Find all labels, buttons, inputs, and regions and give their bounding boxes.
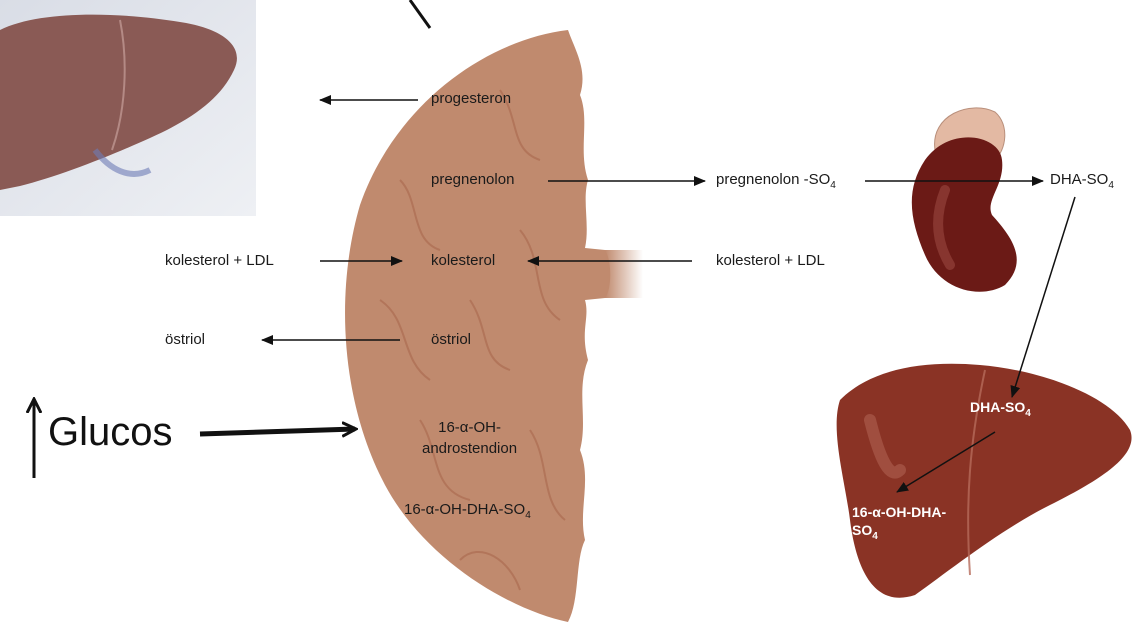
maternal-cholesterol-ldl-label: kolesterol + LDL — [165, 253, 274, 268]
liver-dha-so4-text: DHA-SO — [970, 399, 1025, 415]
placenta-estriol-label: östriol — [431, 332, 471, 347]
liver-dha-so4-label: DHA-SO4 — [970, 400, 1031, 419]
adrenal-dha-so4-label: DHA-SO4 — [1050, 172, 1114, 191]
liver-dha-so4-sub: 4 — [1025, 408, 1031, 419]
liver-oh-dha-so4-line2-text: SO — [852, 522, 872, 538]
fetal-pregnenolone-so4-text: pregnenolon -SO — [716, 171, 830, 188]
liver-oh-dha-so4-line1: 16-α-OH-DHA- — [852, 505, 946, 519]
placenta-cholesterol-label: kolesterol — [431, 253, 495, 268]
glucose-arrow — [200, 429, 355, 434]
fetal-adrenal-kidney — [912, 108, 1017, 292]
fetal-cholesterol-ldl-label: kolesterol + LDL — [716, 253, 825, 268]
placenta-oh-dha-so4-sub: 4 — [525, 510, 531, 521]
oh-androstenedione-line1: 16-α-OH- — [422, 420, 517, 435]
placenta-shape — [345, 30, 643, 622]
adrenal-dha-so4-sub: 4 — [1108, 180, 1114, 191]
progesterone-label: progesteron — [431, 91, 511, 106]
oh-androstenedione-line2: androstendion — [422, 441, 517, 456]
glucose-label: Glucos — [48, 412, 173, 452]
fetal-pregnenolone-so4-sub: 4 — [830, 180, 836, 191]
adrenal-dha-so4-text: DHA-SO — [1050, 171, 1108, 188]
oh-androstenedione-label: 16-α-OH- androstendion — [422, 420, 517, 456]
liver-oh-dha-so4-line2-sub: 4 — [872, 531, 878, 542]
placenta-oh-dha-so4-text: 16-α-OH-DHA-SO — [404, 501, 525, 518]
liver-photo — [0, 0, 256, 216]
pregnenolone-label: pregnenolon — [431, 172, 514, 187]
partial-arrow-line — [410, 0, 430, 28]
placenta-oh-dha-so4-label: 16-α-OH-DHA-SO4 — [404, 502, 531, 521]
liver-oh-dha-so4-line2: SO4 — [852, 523, 946, 542]
fetal-pregnenolone-so4-label: pregnenolon -SO4 — [716, 172, 836, 191]
maternal-estriol-label: östriol — [165, 332, 205, 347]
liver-oh-dha-so4-label: 16-α-OH-DHA- SO4 — [852, 505, 946, 542]
